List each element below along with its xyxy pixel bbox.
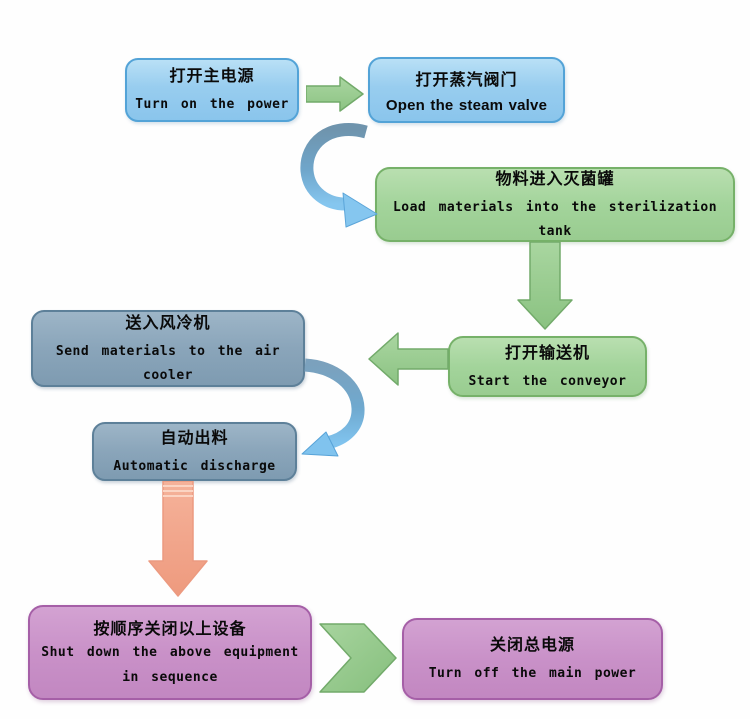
arrow-chevron-shutdown-to-poweroff-icon	[319, 623, 397, 693]
node-shutdown-equipment: 按顺序关闭以上设备 Shut down the above equipment …	[28, 605, 312, 700]
node-turn-off-power-label-zh: 关闭总电源	[489, 635, 575, 655]
node-start-conveyor-label-en: Start the conveyor	[468, 373, 627, 389]
node-air-cooler-label-zh: 送入风冷机	[125, 312, 211, 332]
node-open-steam-valve-label-zh: 打开蒸汽阀门	[415, 69, 518, 89]
node-open-steam-valve: 打开蒸汽阀门 Open the steam valve	[368, 57, 565, 123]
node-turn-off-power: 关闭总电源 Turn off the main power	[402, 618, 663, 700]
node-open-steam-valve-label-en: Open the steam valve	[385, 96, 548, 114]
node-air-cooler: 送入风冷机 Send materials to the air cooler	[31, 310, 305, 387]
node-start-conveyor-label-zh: 打开输送机	[504, 342, 590, 362]
node-turn-on-power-label-zh: 打开主电源	[169, 66, 255, 86]
node-shutdown-equipment-label-en: Shut down the above equipment in sequenc…	[41, 645, 299, 685]
node-turn-on-power-label-en: Turn on the power	[135, 97, 289, 113]
arrow-curved-valve-to-load-icon	[293, 116, 385, 231]
arrow-curved-cooler-to-discharge-icon	[293, 353, 373, 465]
node-load-materials-label-en: Load materials into the sterilization ta…	[392, 199, 718, 239]
arrow-right-power-to-valve-icon	[306, 76, 364, 112]
arrow-left-conveyor-to-cooler-icon	[368, 332, 449, 386]
node-load-materials: 物料进入灭菌罐 Load materials into the steriliz…	[375, 167, 735, 242]
arrow-down-load-to-conveyor-icon	[517, 242, 573, 330]
node-automatic-discharge-label-zh: 自动出料	[160, 427, 229, 447]
node-air-cooler-label-en: Send materials to the air cooler	[55, 343, 281, 383]
node-automatic-discharge-label-en: Automatic discharge	[113, 458, 276, 474]
node-turn-on-power: 打开主电源 Turn on the power	[125, 58, 299, 122]
node-load-materials-label-zh: 物料进入灭菌罐	[495, 168, 615, 188]
node-turn-off-power-label-en: Turn off the main power	[428, 666, 637, 682]
node-automatic-discharge: 自动出料 Automatic discharge	[92, 422, 297, 481]
node-start-conveyor: 打开输送机 Start the conveyor	[448, 336, 647, 397]
arrow-down-discharge-to-shutdown-icon	[148, 481, 208, 597]
node-shutdown-equipment-label-zh: 按顺序关闭以上设备	[93, 619, 247, 639]
